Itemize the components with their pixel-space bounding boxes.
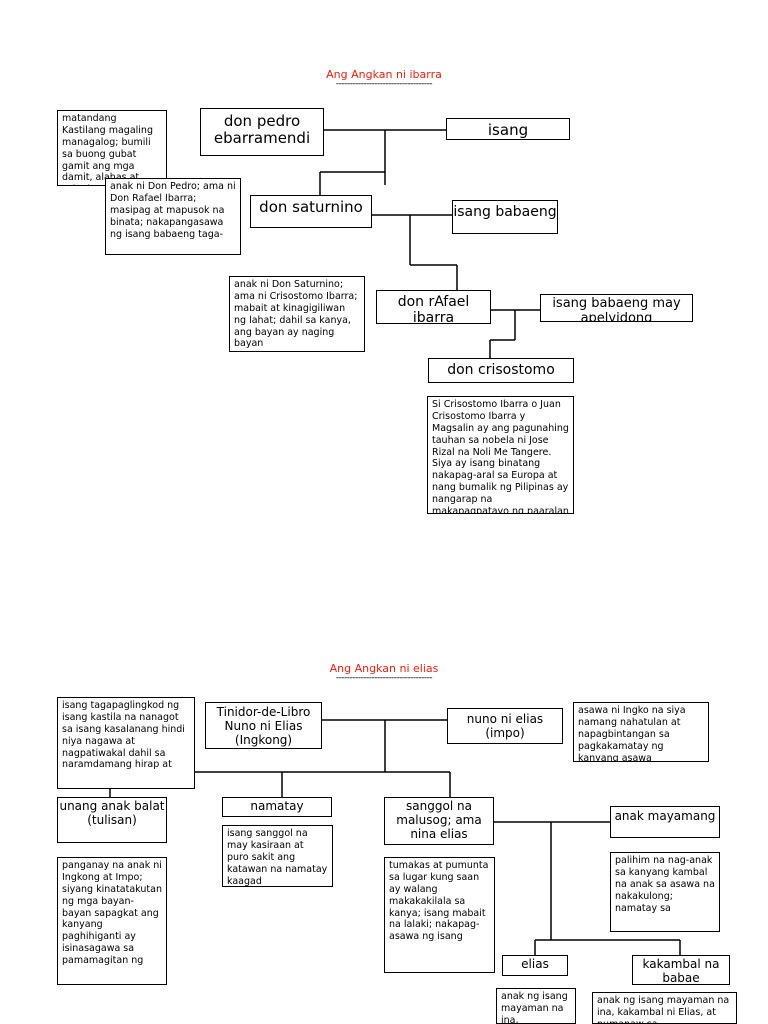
node-kakambal: kakambal na babae <box>632 955 730 985</box>
node-isang-top-label: isang <box>487 121 529 139</box>
node-don-pedro-label: don pedro ebarramendi <box>213 112 311 148</box>
note-tinidor-text: isang tagapaglingkod ng isang kastila na… <box>62 700 185 771</box>
note-don-saturnino-text: anak ni Don Pedro; ama ni Don Rafael Iba… <box>110 181 236 240</box>
node-don-crisostomo: don crisostomo <box>428 358 574 383</box>
node-sanggol: sanggol na malusog; ama nina elias <box>384 797 494 845</box>
node-don-rafael: don rAfael ibarra <box>376 290 491 324</box>
node-don-saturnino-label: don saturnino <box>259 198 363 216</box>
node-isang-babaeng: isang babaeng <box>452 200 558 234</box>
note-don-pedro-text: matandang Kastilang magaling managalog; … <box>62 113 153 185</box>
node-tinidor-label: Tinidor-de-Libro Nuno ni Elias (Ingkong) <box>216 705 311 747</box>
note-don-pedro: matandang Kastilang magaling managalog; … <box>57 110 167 186</box>
node-namatay: namatay <box>222 797 332 817</box>
node-sanggol-label: sanggol na malusog; ama nina elias <box>396 799 482 841</box>
note-nuno-elias-text: asawa ni Ingko na siya namang nahatulan … <box>578 705 686 762</box>
ibarra-title-text: Ang Angkan ni ibarra <box>326 68 442 81</box>
node-nuno-elias-label: nuno ni elias (impo) <box>466 712 544 740</box>
node-don-crisostomo-label: don crisostomo <box>447 362 555 378</box>
note-elias: anak ng isang mayaman na ina, <box>496 988 576 1024</box>
ibarra-tree-title: Ang Angkan ni ibarra -------------------… <box>0 68 768 89</box>
note-unang-anak: panganay na anak ni Ingkong at Impo; siy… <box>57 857 167 985</box>
node-elias: elias <box>502 955 568 976</box>
note-don-rafael-text: anak ni Don Saturnino; ama ni Crisostomo… <box>234 279 358 350</box>
elias-tree-title: Ang Angkan ni elias --------------------… <box>0 662 768 683</box>
node-don-pedro: don pedro ebarramendi <box>200 108 324 156</box>
note-kakambal: anak ng isang mayaman na ina, kakambal n… <box>592 992 737 1024</box>
node-nuno-elias: nuno ni elias (impo) <box>447 708 563 744</box>
note-don-crisostomo-text: Si Crisostomo Ibarra o Juan Crisostomo I… <box>432 399 569 514</box>
elias-title-underline: ----------------------------------- <box>335 673 433 683</box>
node-babaeng-apelyido-label: isang babaeng may apelyidong <box>552 296 681 322</box>
note-namatay-text: isang sanggol na may kasiraan at puro sa… <box>227 828 328 887</box>
note-kakambal-text: anak ng isang mayaman na ina, kakambal n… <box>597 995 730 1023</box>
node-namatay-label: namatay <box>250 799 304 813</box>
node-anak-mayamang-label: anak mayamang <box>614 809 716 823</box>
node-babaeng-apelyido: isang babaeng may apelyidong <box>540 294 693 322</box>
note-don-rafael: anak ni Don Saturnino; ama ni Crisostomo… <box>229 276 365 352</box>
note-don-saturnino: anak ni Don Pedro; ama ni Don Rafael Iba… <box>105 178 241 255</box>
node-elias-label: elias <box>521 957 549 971</box>
note-sanggol: tumakas at pumunta sa lugar kung saan ay… <box>384 857 495 973</box>
elias-title-text: Ang Angkan ni elias <box>329 662 439 675</box>
note-anak-mayamang-text: palihim na nag-anak sa kanyang kambal na… <box>615 855 715 914</box>
node-don-rafael-label: don rAfael ibarra <box>397 294 470 324</box>
node-unang-anak-label: unang anak balat (tulisan) <box>59 799 165 827</box>
node-anak-mayamang: anak mayamang <box>610 806 720 838</box>
note-anak-mayamang: palihim na nag-anak sa kanyang kambal na… <box>610 852 720 932</box>
note-sanggol-text: tumakas at pumunta sa lugar kung saan ay… <box>389 860 489 943</box>
node-isang-babaeng-label: isang babaeng <box>453 204 557 220</box>
note-unang-anak-text: panganay na anak ni Ingkong at Impo; siy… <box>62 860 162 966</box>
node-tinidor: Tinidor-de-Libro Nuno ni Elias (Ingkong) <box>205 702 322 749</box>
note-tinidor: isang tagapaglingkod ng isang kastila na… <box>57 697 195 789</box>
node-kakambal-label: kakambal na babae <box>642 957 720 985</box>
node-isang-top: isang <box>446 118 570 140</box>
note-namatay: isang sanggol na may kasiraan at puro sa… <box>222 825 333 887</box>
note-nuno-elias: asawa ni Ingko na siya namang nahatulan … <box>573 702 709 762</box>
note-don-crisostomo: Si Crisostomo Ibarra o Juan Crisostomo I… <box>427 396 574 514</box>
ibarra-title-underline: ----------------------------------- <box>335 79 433 89</box>
note-elias-text: anak ng isang mayaman na ina, <box>501 991 568 1024</box>
node-unang-anak: unang anak balat (tulisan) <box>57 797 167 843</box>
node-don-saturnino: don saturnino <box>250 195 372 228</box>
